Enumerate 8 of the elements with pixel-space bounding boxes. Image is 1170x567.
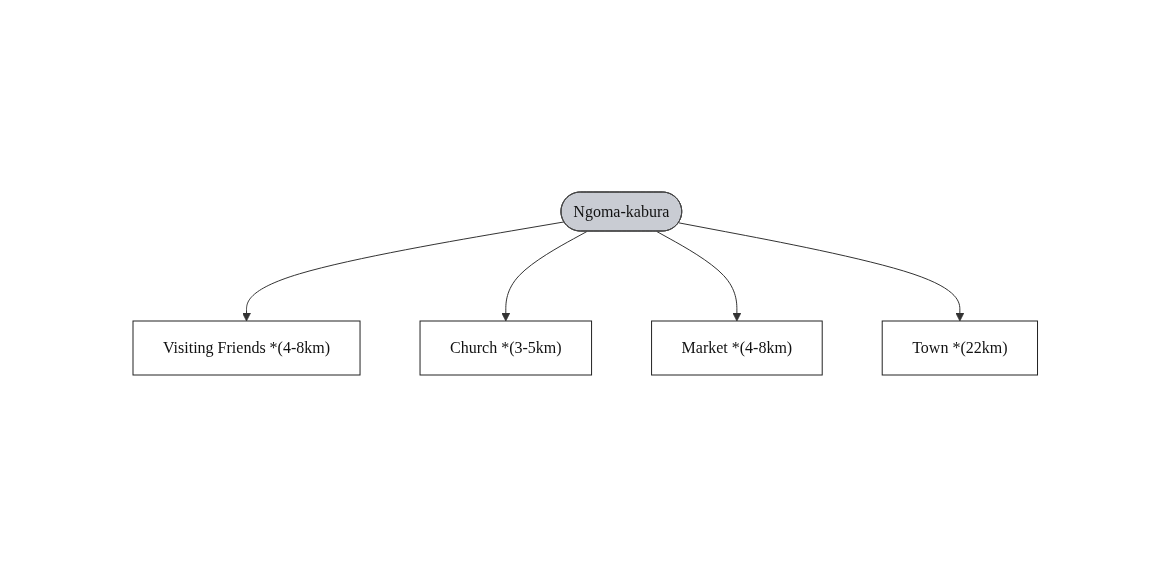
arrow: [656, 231, 741, 322]
arrow: [501, 231, 588, 322]
node-box: Town *(22km): [881, 320, 1038, 376]
arrow: [678, 222, 964, 322]
node-box: Visiting Friends *(4-8km): [132, 320, 361, 376]
node-box: Church *(3-5km): [419, 320, 592, 376]
arrow: [241, 221, 565, 322]
node-box: Market *(4-8km): [650, 320, 823, 376]
